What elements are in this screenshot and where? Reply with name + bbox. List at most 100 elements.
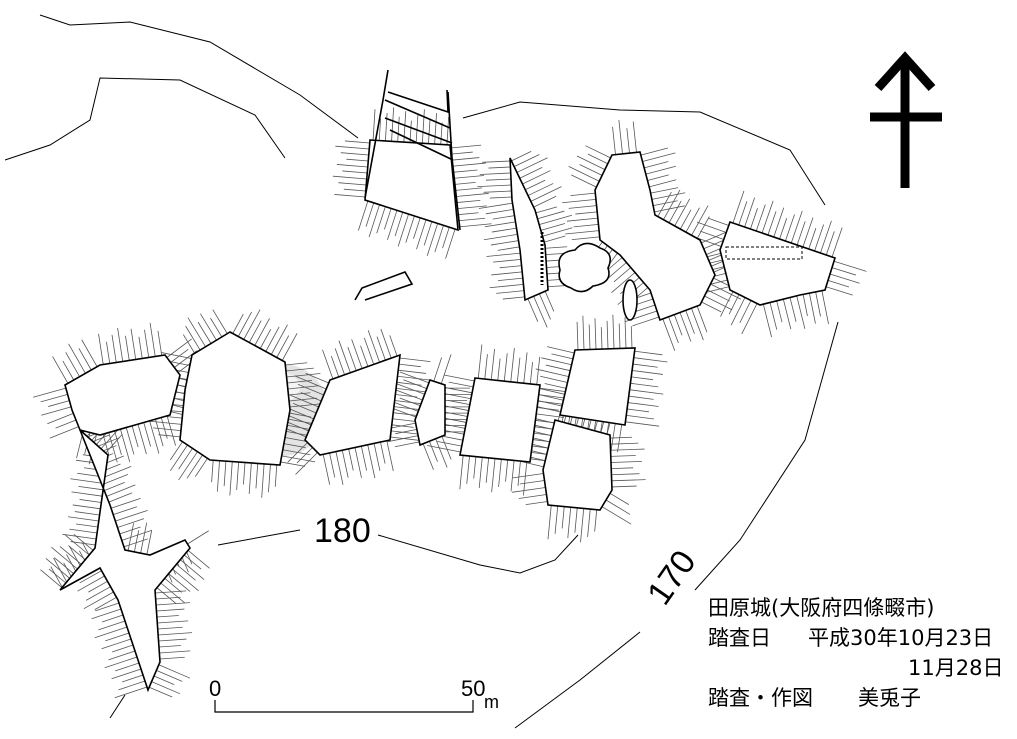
hachure [769,302,778,330]
hachure [448,381,474,388]
hachure [373,443,381,471]
hachure [452,169,478,173]
hachure [773,207,785,238]
hachure [437,440,462,447]
hachure [285,367,314,372]
hachure [533,296,548,328]
hachure [286,373,321,378]
hachure [342,170,368,174]
hachure [519,480,545,485]
hachure [544,235,566,243]
hachure [833,260,867,272]
hachure [486,252,521,257]
hachure [696,305,708,333]
hachure [40,569,63,588]
hachure [512,473,544,479]
hachure [268,464,271,493]
hachure [185,325,201,351]
hachure [701,301,722,313]
hachure [571,236,600,241]
hachure [168,573,191,592]
hachure [391,107,395,142]
hachure [516,357,521,383]
hachure [632,370,663,375]
scale-start: 0 [209,676,222,701]
hachure [610,448,645,451]
hachure [384,208,392,230]
hachure [696,216,710,239]
hachure [825,231,835,256]
hachure [575,211,598,215]
hachure [137,424,147,455]
hachure [440,354,452,384]
hachure [535,368,569,377]
hachure [650,187,679,194]
hachure [243,309,261,340]
hachure [568,166,600,182]
hachure [51,546,78,570]
hachure [341,450,349,478]
hachure [511,487,546,493]
hachure [685,207,700,233]
hachure [561,506,565,529]
survey-date-1: 平成30年10月23日 [808,626,994,650]
hachure [624,317,627,349]
hachure [457,223,492,228]
hachure [767,211,777,236]
hachure [108,492,133,503]
hachure [281,455,316,463]
hachure [525,179,546,191]
hachure [363,337,375,365]
hachure [65,352,80,377]
hachure [344,140,370,144]
hachure [613,267,631,283]
hachure [125,335,130,361]
hachure [33,387,66,398]
hachure [212,309,228,334]
hachure [440,122,443,145]
hachure [394,400,423,405]
hachure [649,179,677,188]
hachure [663,189,681,220]
hachure [169,444,188,472]
hachure [112,644,134,653]
hachure [102,614,124,623]
hachure [62,360,75,381]
hachure [435,438,448,468]
hachure [696,221,727,233]
hachure [478,202,513,209]
hachure [147,420,182,425]
hachure [53,557,69,586]
hachure [576,155,606,170]
enclosure-outline [542,419,613,511]
hachure [336,164,368,168]
enclosure-outline [594,151,716,322]
hachure [88,580,108,593]
hachure [274,464,278,487]
hachure [127,523,135,551]
hachure [477,344,483,379]
hachure [497,246,520,251]
hachure [580,508,585,543]
hachure [397,375,432,381]
hachure [122,674,144,683]
hachure [265,326,280,352]
hachure [281,333,298,361]
hachure [389,335,398,357]
hachure [739,300,752,324]
hachure [223,461,227,487]
contour-180 [377,534,579,574]
hachure [289,397,317,402]
hachure [518,494,547,499]
hachure [322,349,334,380]
hachure [434,113,437,145]
hachure [630,382,659,388]
hachure [540,375,568,383]
hachure [789,297,797,322]
hachure [398,369,427,374]
hachure [287,380,313,384]
hachure [392,381,425,395]
hachure [114,686,148,699]
hachure [530,186,562,202]
hachure [340,152,369,156]
